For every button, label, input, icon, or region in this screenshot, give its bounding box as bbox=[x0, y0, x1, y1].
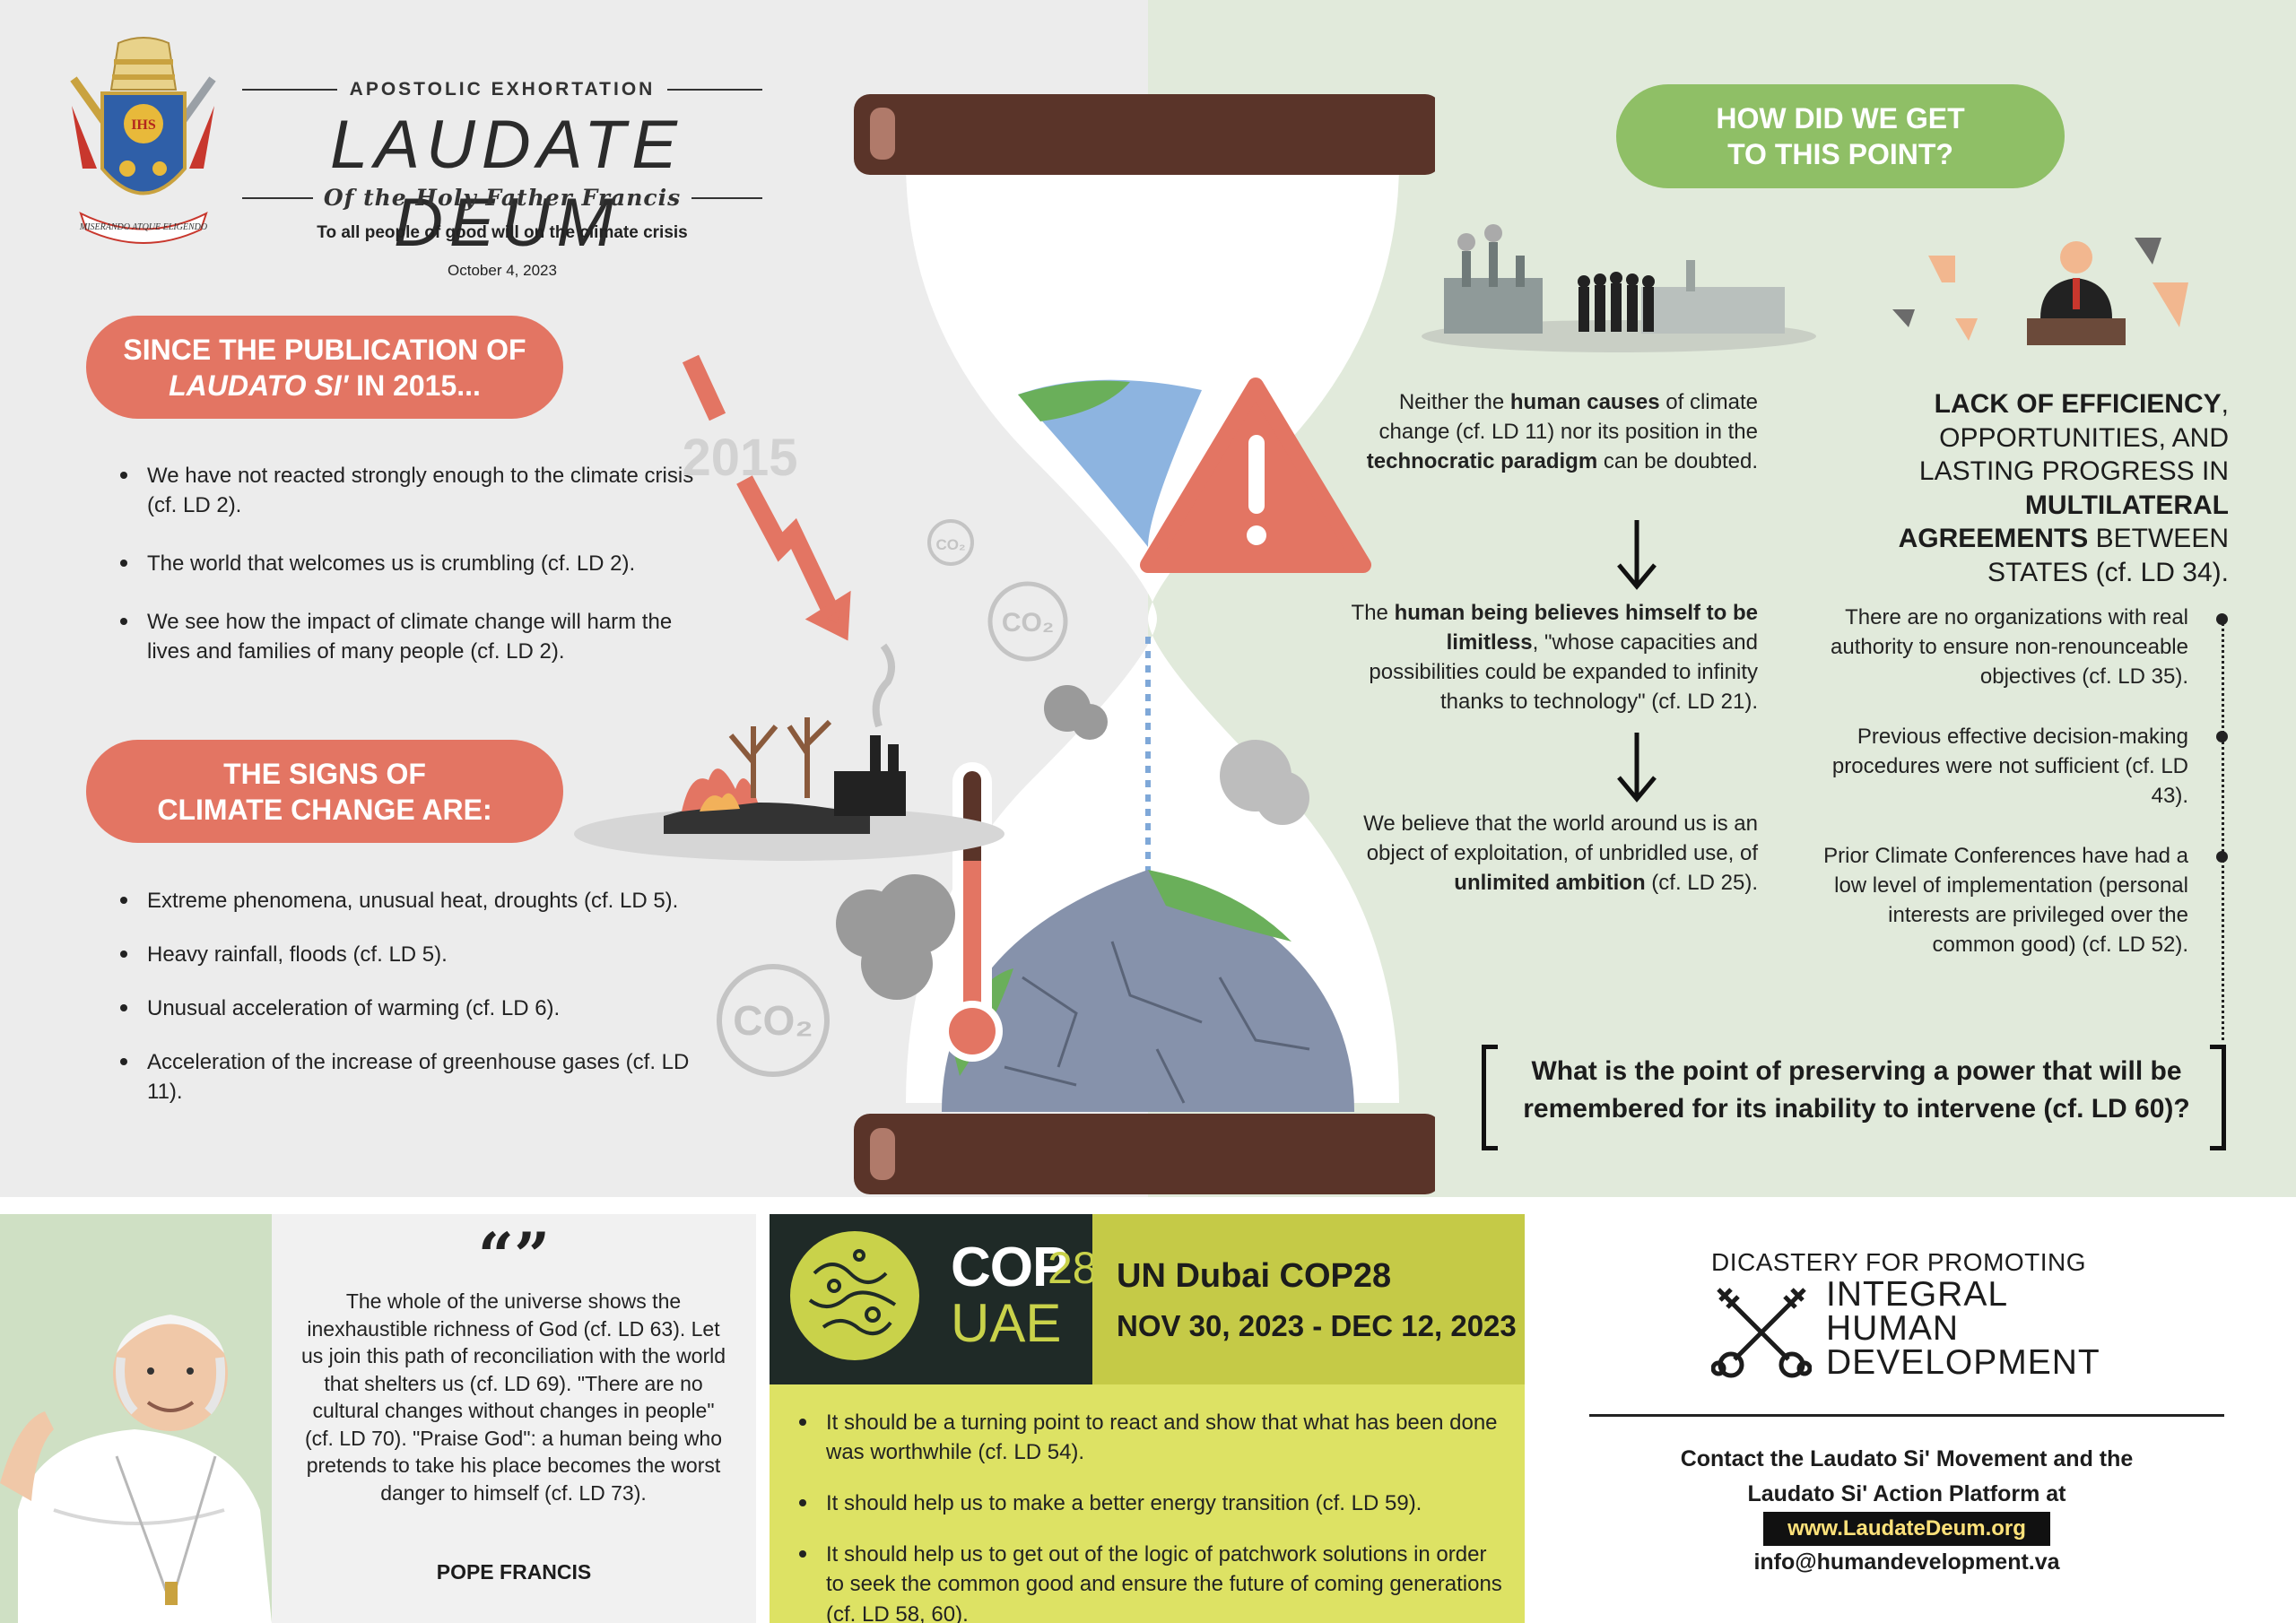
how-pill: HOW DID WE GET TO THIS POINT? bbox=[1616, 84, 2065, 188]
list-item: Unusual acceleration of warming (cf. LD … bbox=[115, 994, 707, 1023]
list-item: Extreme phenomena, unusual heat, drought… bbox=[115, 886, 707, 916]
politician-thumbs-down-illustration bbox=[1892, 238, 2188, 345]
year-label: 2015 bbox=[682, 429, 797, 487]
signs-list: Extreme phenomena, unusual heat, drought… bbox=[115, 886, 707, 1132]
contact-text: Contact the Laudato Si' Movement and the… bbox=[1589, 1442, 2224, 1512]
divider bbox=[1589, 1414, 2224, 1417]
pope-quote-author: POPE FRANCIS bbox=[436, 1560, 592, 1584]
byline-text: Of the Holy Father Francis bbox=[323, 185, 682, 211]
co2-icon bbox=[717, 964, 830, 1077]
cop-emblem-icon bbox=[790, 1231, 919, 1360]
svg-text:CO₂: CO₂ bbox=[1002, 608, 1054, 638]
cop-logo-text: COP bbox=[951, 1237, 1069, 1298]
reason-item: Prior Climate Conferences have had a low… bbox=[1823, 844, 2188, 958]
svg-text:MISERANDO ATQUE ELIGENDO: MISERANDO ATQUE ELIGENDO bbox=[79, 222, 207, 232]
since-line2-rest: IN 2015... bbox=[348, 369, 481, 402]
list-item: It should help us to get out of the logi… bbox=[794, 1540, 1502, 1623]
pope-quote-text: The whole of the universe shows the inex… bbox=[300, 1289, 726, 1506]
hourglass-bottom-frame bbox=[854, 1114, 1435, 1194]
since-line2: LAUDATO SI' IN 2015... bbox=[169, 368, 481, 404]
tagline: To all people of good will on the climat… bbox=[317, 223, 688, 242]
list-item: Heavy rainfall, floods (cf. LD 5). bbox=[115, 940, 707, 969]
how-line1: HOW DID WE GET bbox=[1716, 102, 1965, 135]
since-line2-italic: LAUDATO SI' bbox=[169, 369, 349, 402]
list-item: It should be a turning point to react an… bbox=[794, 1408, 1502, 1467]
signs-pill: THE SIGNS OF CLIMATE CHANGE ARE: bbox=[86, 740, 563, 843]
dicastery-line: HUMAN bbox=[1826, 1309, 1959, 1348]
website-link[interactable]: www.LaudateDeum.org bbox=[1763, 1512, 2050, 1546]
quote-marks-icon: “” bbox=[477, 1219, 551, 1293]
contact-line1: Contact the Laudato Si' Movement and the bbox=[1680, 1446, 2134, 1471]
cop-dates: NOV 30, 2023 - DEC 12, 2023 bbox=[1117, 1309, 1517, 1342]
reason-item: There are no organizations with real aut… bbox=[1831, 605, 2188, 690]
cause-limitless: The human being believes himself to be l… bbox=[1351, 601, 1758, 715]
cop-header-panel bbox=[1092, 1214, 1525, 1384]
arrow-down-icon bbox=[1617, 520, 1657, 590]
papal-crest-icon: IHS MISERANDO ATQUE ELIGENDO bbox=[70, 37, 216, 244]
cause-human: Neither the human causes of climate chan… bbox=[1366, 390, 1758, 474]
bracket-right bbox=[2210, 1045, 2226, 1150]
publication-date: October 4, 2023 bbox=[448, 262, 557, 279]
svg-text:IHS: IHS bbox=[131, 117, 156, 133]
declining-arrow-icon bbox=[682, 354, 848, 632]
signs-line1: THE SIGNS OF bbox=[223, 757, 426, 790]
cop-logo-uae: UAE bbox=[951, 1293, 1062, 1353]
since-line1: SINCE THE PUBLICATION OF bbox=[123, 333, 526, 366]
timeline-dot bbox=[2216, 851, 2228, 863]
cop-body-panel bbox=[770, 1384, 1525, 1623]
svg-text:CO₂: CO₂ bbox=[935, 536, 965, 553]
thumbs-down-icon bbox=[1928, 256, 1955, 282]
arrow-down-icon bbox=[1617, 733, 1657, 803]
kicker-row: APOSTOLIC EXHORTATION bbox=[242, 79, 762, 100]
list-item: The world that welcomes us is crumbling … bbox=[115, 549, 707, 578]
email-link[interactable]: info@humandevelopment.va bbox=[1753, 1549, 2060, 1575]
dicastery-line: INTEGRAL bbox=[1826, 1275, 2009, 1314]
crossed-keys-icon bbox=[1711, 1288, 1812, 1378]
contact-line2: Laudato Si' Action Platform at bbox=[1747, 1480, 2066, 1506]
co2-icon bbox=[927, 519, 974, 566]
since-publication-pill: SINCE THE PUBLICATION OF LAUDATO SI' IN … bbox=[86, 316, 563, 419]
cop-list: It should be a turning point to react an… bbox=[794, 1408, 1502, 1623]
pope-photo bbox=[0, 1214, 272, 1623]
dicastery-line: DEVELOPMENT bbox=[1826, 1343, 2100, 1382]
cause-exploitation: We believe that the world around us is a… bbox=[1363, 812, 1758, 896]
bracket-left bbox=[1482, 1045, 1498, 1150]
timeline-dot bbox=[2216, 613, 2228, 625]
key-question: What is the point of preserving a power … bbox=[1523, 1056, 2190, 1124]
list-item: It should help us to make a better energ… bbox=[794, 1488, 1502, 1518]
byline-row: Of the Holy Father Francis bbox=[242, 185, 763, 211]
signs-line2: CLIMATE CHANGE ARE: bbox=[157, 793, 492, 826]
reason-item: Previous effective decision-making proce… bbox=[1831, 725, 2188, 809]
svg-text:CO₂: CO₂ bbox=[733, 997, 813, 1044]
list-item: We have not reacted strongly enough to t… bbox=[115, 461, 707, 520]
thumbs-down-icon bbox=[1955, 318, 1978, 341]
lack-heading: LACK OF EFFICIENCY, OPPORTUNITIES, AND L… bbox=[1898, 389, 2229, 587]
co2-icon bbox=[987, 581, 1068, 662]
timeline-dot bbox=[2216, 731, 2228, 742]
industry-illustration bbox=[1422, 224, 1816, 352]
thumbs-down-icon bbox=[2152, 282, 2188, 327]
hourglass-illustration: CO₂ CO₂ CO₂ 2015 bbox=[574, 94, 1435, 1194]
since-list: We have not reacted strongly enough to t… bbox=[115, 461, 707, 696]
how-line2: TO THIS POINT? bbox=[1727, 138, 1953, 170]
page-title: LAUDATE DEUM bbox=[330, 107, 683, 261]
list-item: Acceleration of the increase of greenhou… bbox=[115, 1047, 707, 1107]
cop-title: UN Dubai COP28 bbox=[1117, 1257, 1392, 1295]
kicker-text: APOSTOLIC EXHORTATION bbox=[349, 79, 656, 100]
dicastery-title: DICASTERY FOR PROMOTING bbox=[1711, 1248, 2087, 1276]
pope-quote-card bbox=[272, 1214, 756, 1623]
thumbs-down-icon bbox=[2135, 238, 2161, 265]
thumbs-down-icon bbox=[1892, 309, 1915, 327]
cop-logo-number: 28 bbox=[1048, 1243, 1098, 1293]
hourglass-top-frame bbox=[854, 94, 1435, 175]
list-item: We see how the impact of climate change … bbox=[115, 607, 707, 666]
timeline-dotted-line bbox=[2222, 619, 2224, 1040]
earth-top bbox=[1018, 379, 1202, 547]
